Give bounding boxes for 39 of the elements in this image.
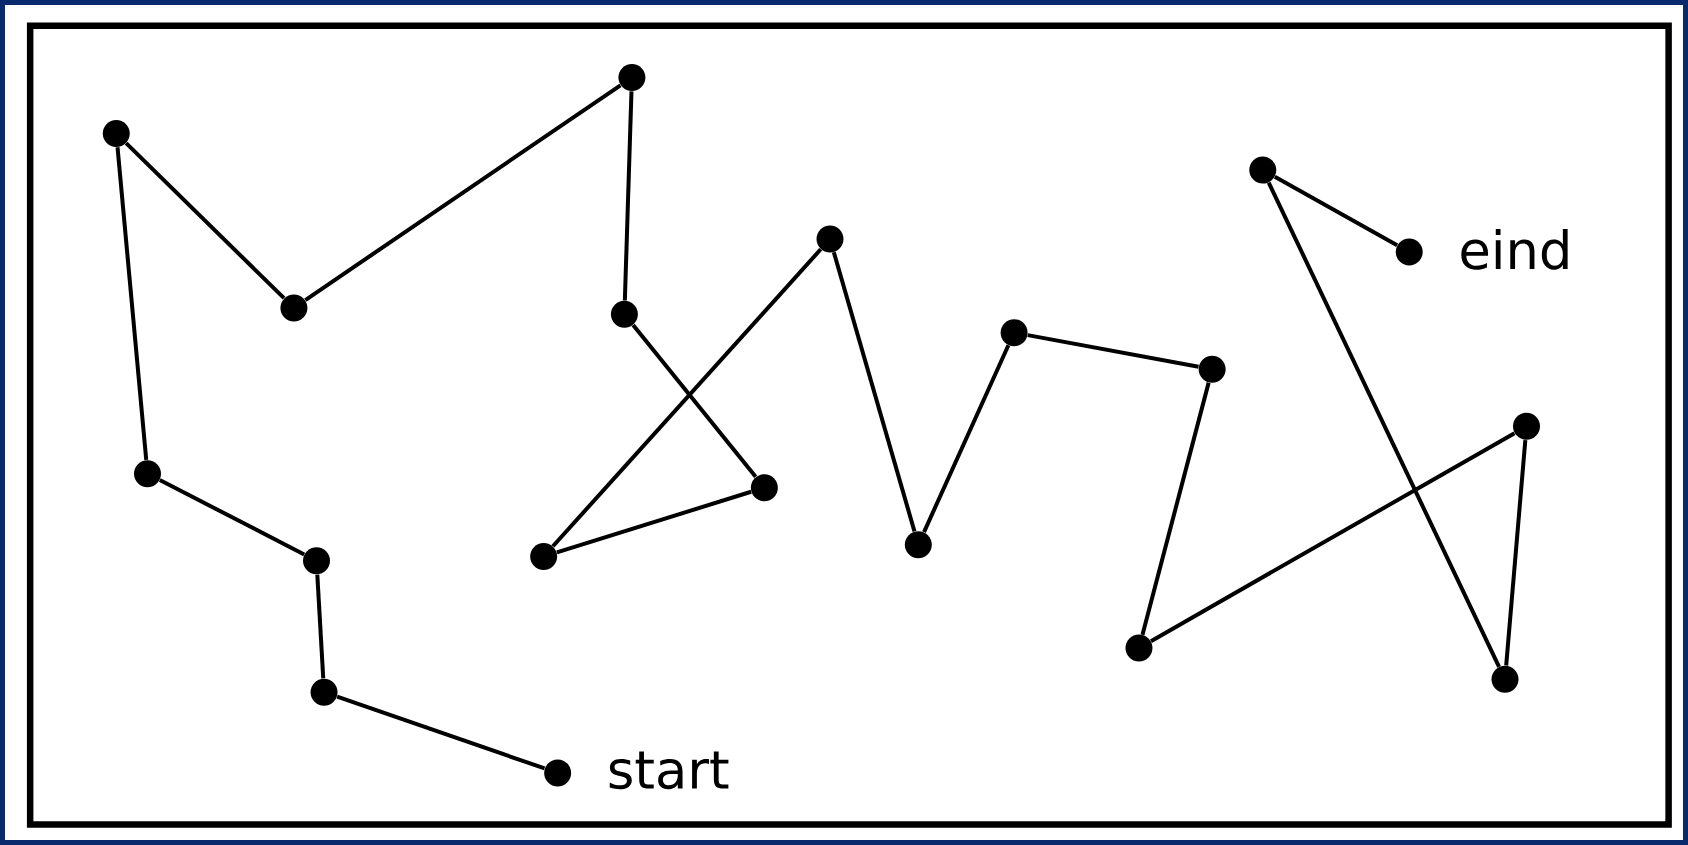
line: [336, 694, 546, 771]
dot: [310, 678, 338, 706]
line: [551, 247, 823, 548]
line: [1266, 181, 1501, 668]
dot: [1395, 238, 1423, 266]
line: [158, 478, 306, 557]
dot: [134, 460, 161, 488]
dot: [816, 225, 844, 253]
dot: [610, 300, 638, 328]
dot: [280, 294, 308, 322]
dot: [303, 547, 330, 575]
dot: [1249, 156, 1277, 184]
line: [831, 251, 917, 532]
line: [1150, 431, 1516, 643]
line: [556, 489, 752, 555]
dot: [750, 474, 778, 502]
dot: [1198, 355, 1226, 383]
line: [315, 574, 326, 679]
dot: [1000, 319, 1028, 347]
line: [922, 344, 1011, 533]
line: [304, 83, 622, 302]
dot: [618, 64, 646, 91]
dot: [102, 120, 130, 147]
dot: [1513, 412, 1540, 440]
dot: [530, 543, 558, 571]
dot: [544, 759, 572, 787]
line: [1140, 382, 1211, 636]
node-label: eind: [1461, 229, 1568, 270]
dot: [1125, 634, 1153, 662]
line: [1273, 175, 1399, 247]
line: [1504, 439, 1528, 666]
node-label: start: [609, 751, 729, 790]
line: [622, 91, 634, 301]
line: [631, 323, 758, 479]
dot: [1491, 665, 1519, 693]
dot: [904, 531, 932, 559]
line: [124, 141, 286, 300]
line: [115, 147, 149, 461]
line: [1027, 333, 1199, 369]
